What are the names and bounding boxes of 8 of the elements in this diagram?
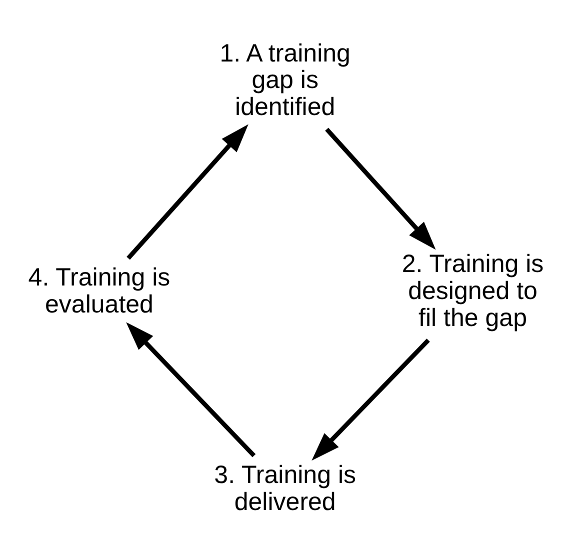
arrow (126, 124, 248, 260)
node-text: 4. Training is evaluated (28, 264, 170, 318)
arrow (126, 322, 256, 458)
arrow (312, 338, 430, 461)
node-text: 3. Training is delivered (214, 461, 356, 516)
node-text: 1. A training gap is identified (220, 39, 350, 121)
arrow (325, 128, 436, 250)
node-text: 2. Training is designed to fil the gap (402, 250, 544, 332)
